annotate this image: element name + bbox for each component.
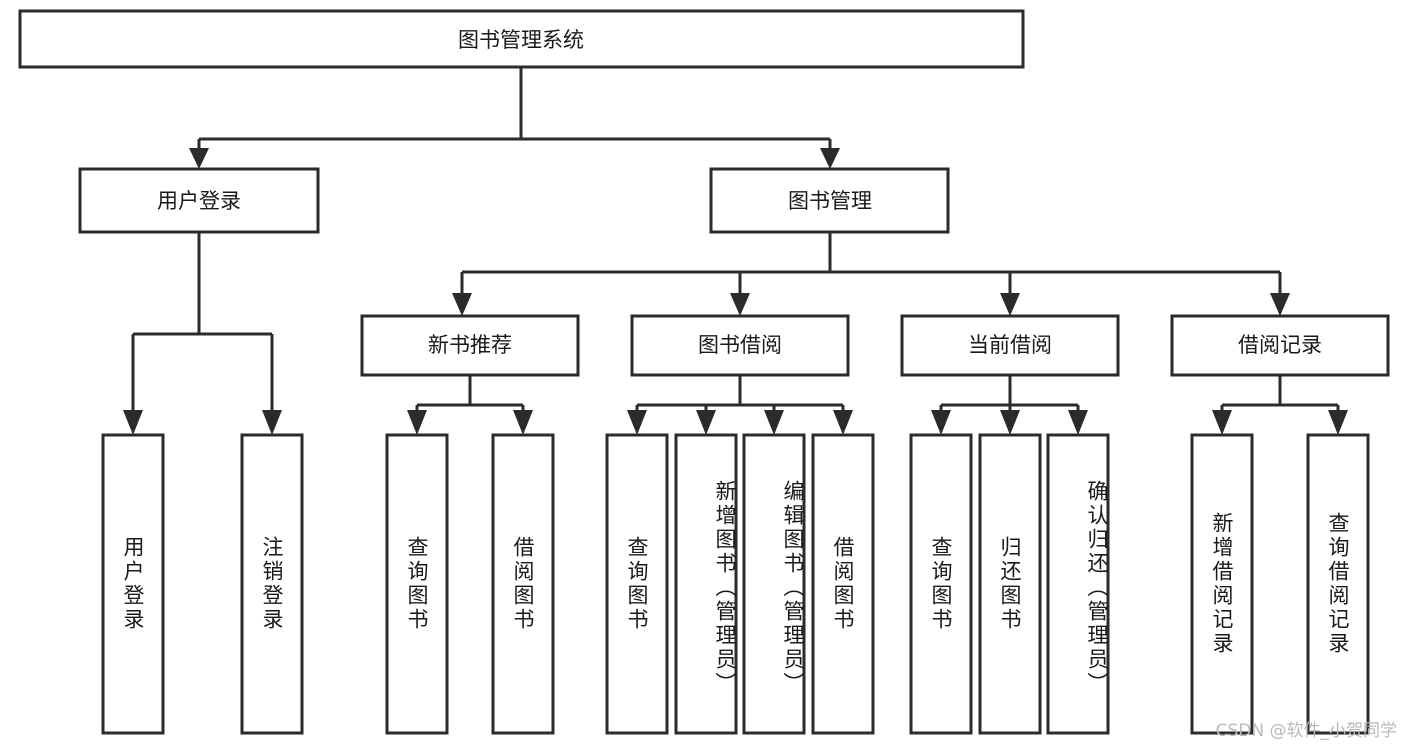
node-user-login-label: 用户登录 [157, 189, 241, 213]
node-leaf-bb-edit-box[interactable] [742, 433, 806, 735]
node-leaf-nbr-query-box[interactable] [385, 433, 449, 735]
arrow-head-level3-3 [1000, 293, 1020, 316]
node-leaf-bb-borrow-box[interactable] [811, 433, 875, 735]
node-current-borrow-box[interactable] [900, 314, 1120, 377]
node-leaf-bb-query-box[interactable] [605, 433, 669, 735]
arrow-head-level3-4 [1270, 293, 1290, 316]
arrow-head-br-2 [1328, 410, 1348, 435]
node-leaf-cb-confirm-box[interactable] [1046, 433, 1110, 735]
node-leaf-bb-add-box[interactable] [674, 433, 738, 735]
watermark-label: CSDN @软件_小贺同学 [1215, 721, 1397, 741]
node-leaf-logout-box[interactable] [240, 433, 304, 735]
node-leaf-cb-return-box[interactable] [978, 433, 1042, 735]
node-book-borrow-box[interactable] [630, 314, 850, 377]
node-borrow-record-box[interactable] [1170, 314, 1390, 377]
arrow-head-bb-1 [627, 410, 647, 435]
arrow-head-cb-3 [1068, 410, 1088, 435]
arrow-head-user-login-2 [262, 410, 282, 435]
node-leaf-cb-query-box[interactable] [909, 433, 973, 735]
node-book-manage-box[interactable] [709, 167, 950, 234]
node-book-manage-label: 图书管理 [788, 189, 872, 213]
arrow-head-cb-2 [1000, 410, 1020, 435]
node-book-borrow-label: 图书借阅 [698, 333, 782, 357]
arrow-head-bb-3 [764, 410, 784, 435]
arrow-head-bb-4 [833, 410, 853, 435]
node-root-box[interactable] [18, 9, 1025, 69]
arrow-head-level3-2 [730, 293, 750, 316]
arrow-head-bb-2 [696, 410, 716, 435]
arrow-head-level2-right [820, 148, 840, 169]
arrow-head-level3-1 [452, 293, 472, 316]
node-root-label: 图书管理系统 [458, 28, 584, 52]
node-new-book-recommend-label: 新书推荐 [428, 333, 512, 357]
arrow-head-nbr-2 [513, 410, 533, 435]
arrow-head-nbr-1 [407, 410, 427, 435]
node-borrow-record-label: 借阅记录 [1238, 333, 1322, 357]
node-leaf-br-add-box[interactable] [1190, 433, 1254, 735]
arrow-head-level2-left [189, 148, 209, 169]
arrow-head-br-1 [1212, 410, 1232, 435]
node-leaf-br-query-box[interactable] [1306, 433, 1370, 735]
node-leaf-nbr-borrow-box[interactable] [491, 433, 555, 735]
arrow-head-user-login-1 [123, 410, 143, 435]
arrow-head-cb-1 [931, 410, 951, 435]
node-new-book-recommend-box[interactable] [360, 314, 580, 377]
node-leaf-user-login-box[interactable] [101, 433, 165, 735]
node-current-borrow-label: 当前借阅 [968, 333, 1052, 357]
